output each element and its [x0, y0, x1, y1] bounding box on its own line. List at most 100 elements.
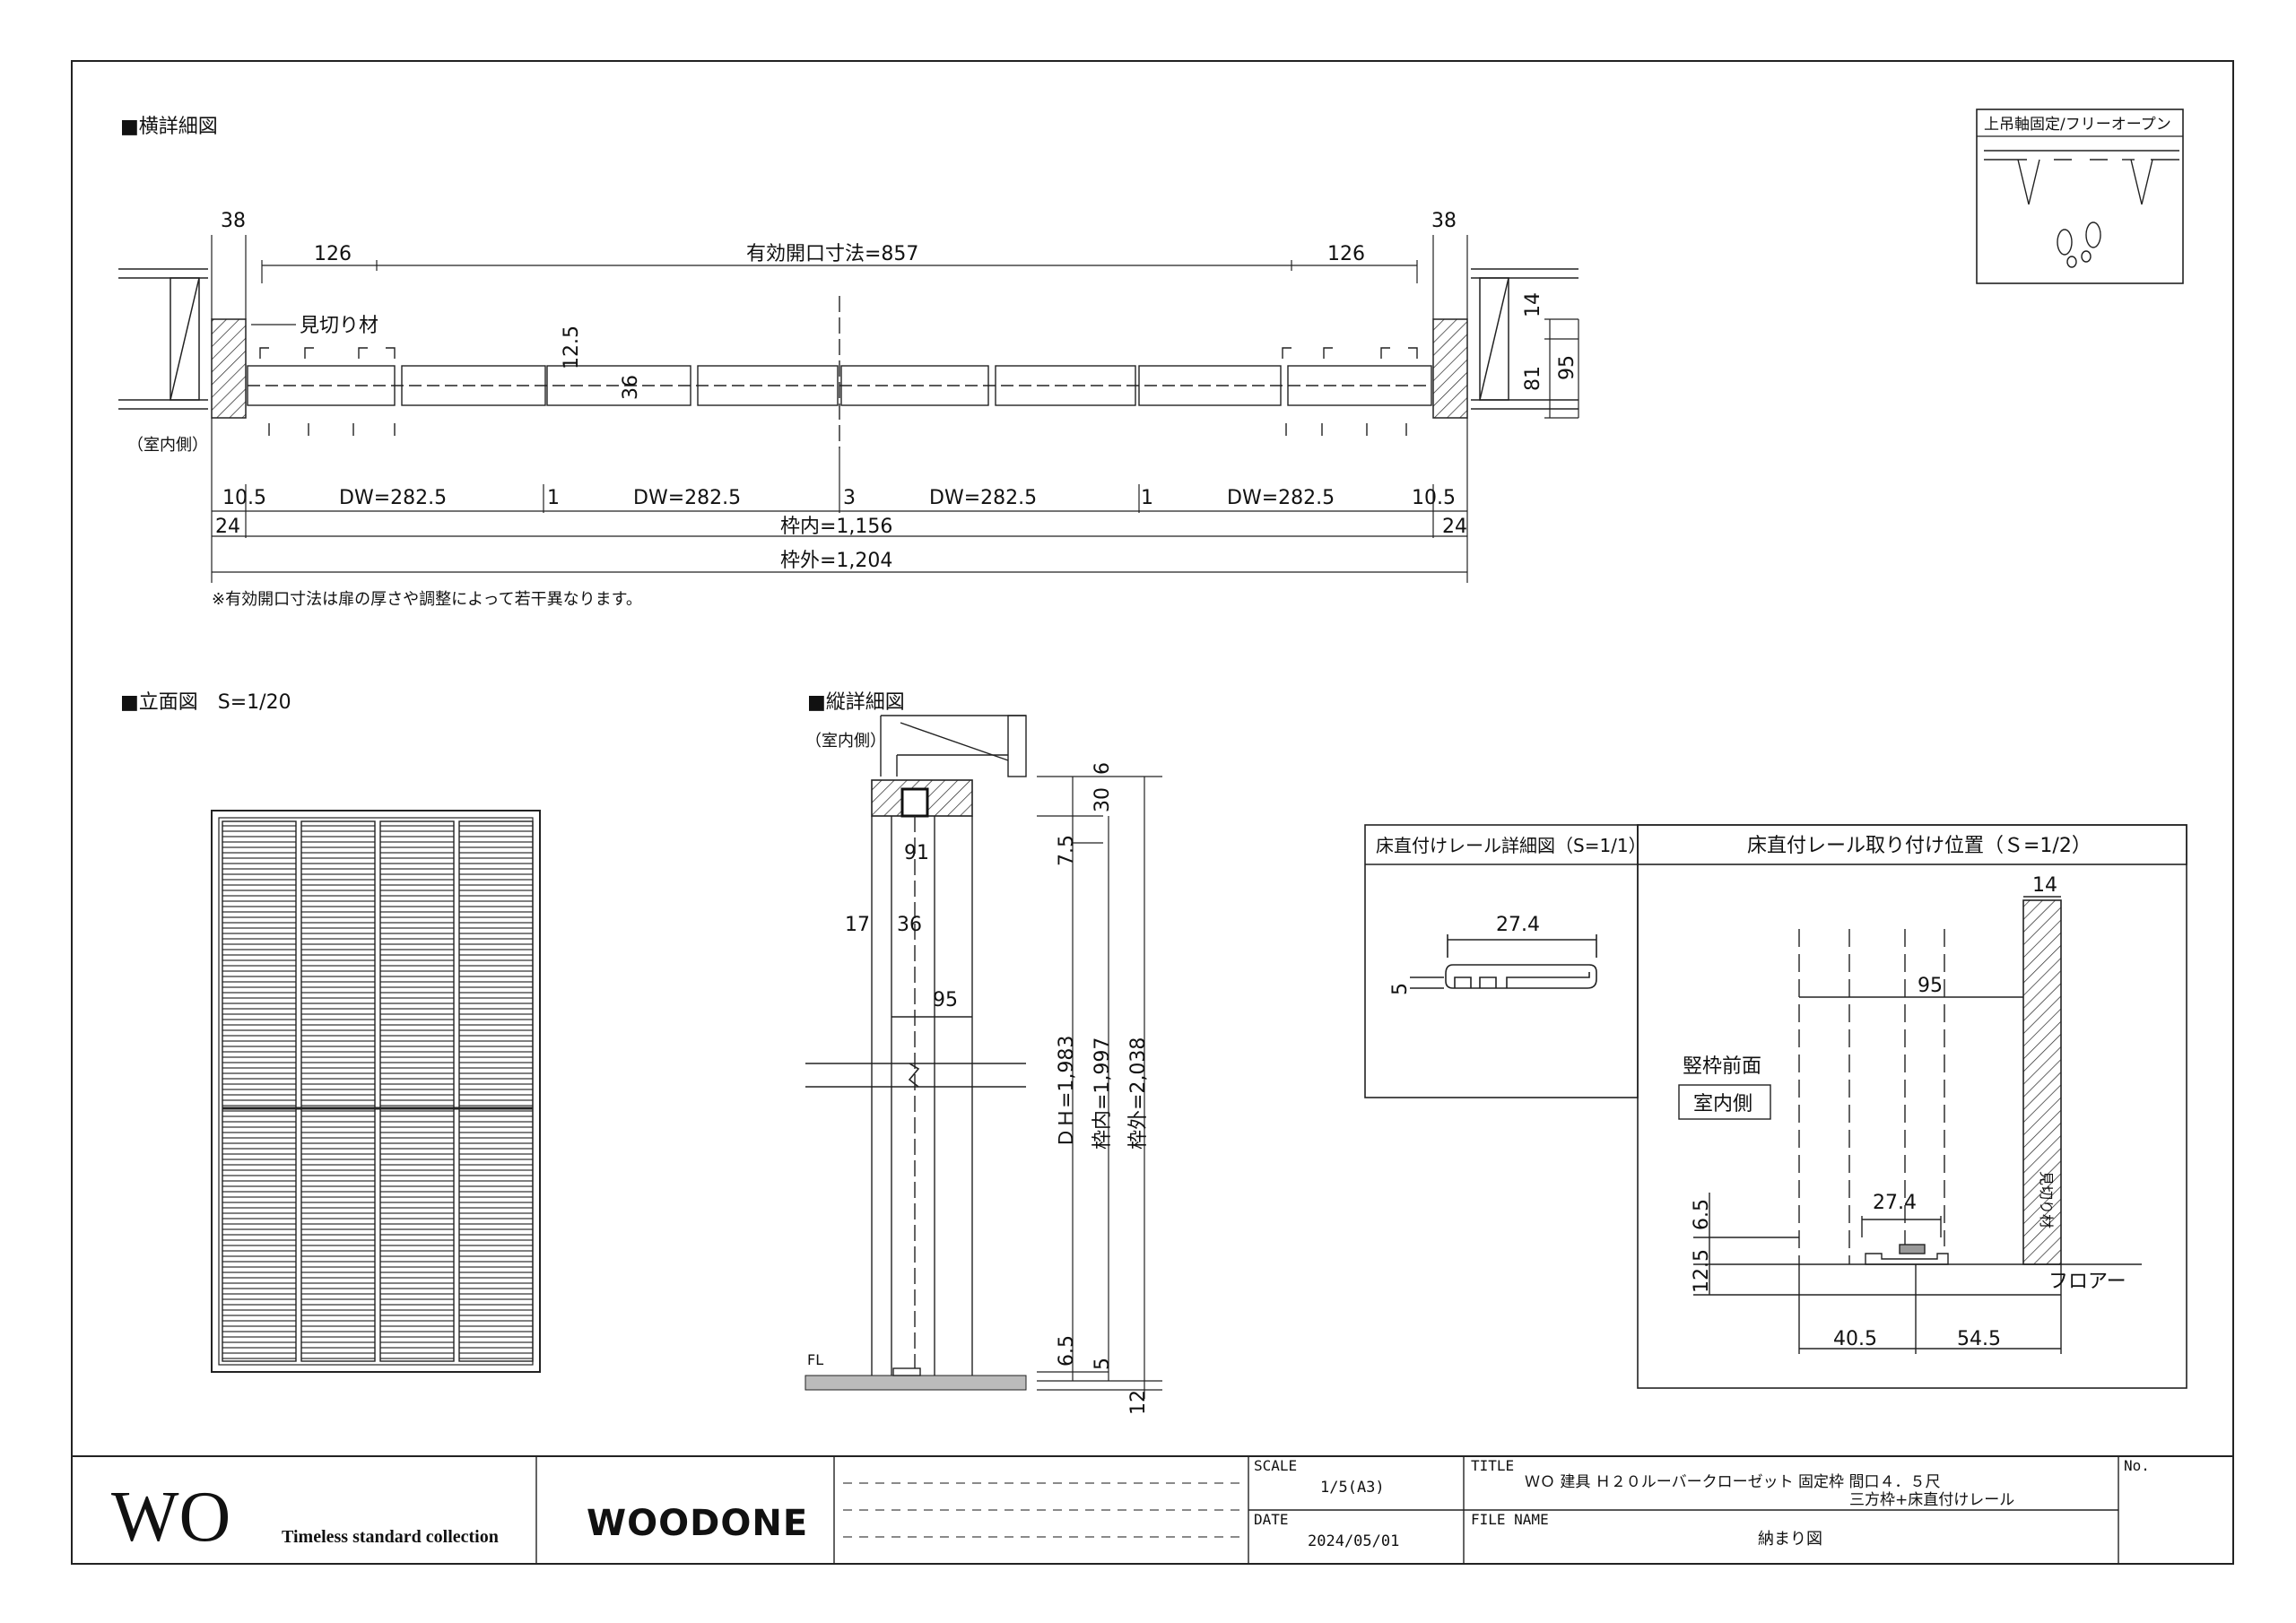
- vdim-30: 30: [1091, 787, 1114, 812]
- inner-dim-left: 24: [215, 516, 240, 538]
- scale-value: 1/5(A3): [1320, 1479, 1385, 1497]
- woodone-brand: WOODONE: [587, 1503, 808, 1544]
- right-jamb: [1432, 318, 1468, 419]
- vertical-detail: ■縦詳細図 （室内側） FL: [804, 691, 1162, 1415]
- rp-dim-54-5: 54.5: [1957, 1328, 2001, 1350]
- rp-dim-12-5: 12.5: [1691, 1249, 1713, 1293]
- no-label: No.: [2124, 1457, 2150, 1474]
- vertical-dim-lines: [1037, 776, 1162, 1399]
- dim-126-left: 126: [314, 243, 352, 265]
- rp-room-side: 室内側: [1693, 1093, 1752, 1115]
- horizontal-detail: ■横詳細図: [118, 116, 1579, 609]
- elevation: ■立面図 S=1/20: [120, 691, 541, 1373]
- date-label: DATE: [1254, 1511, 1289, 1528]
- dw-dim-3: DW=282.5: [633, 487, 741, 509]
- dim-38-left: 38: [221, 210, 246, 232]
- inner-dim-right: 24: [1442, 516, 1467, 538]
- vertical-room-side: （室内側）: [805, 732, 886, 751]
- rail-detail-title: 床直付けレール詳細図（S=1/1）: [1376, 835, 1647, 856]
- vdim-dh: ＤＨ=1,983: [1056, 1036, 1078, 1148]
- wo-logo: WO: [111, 1478, 230, 1557]
- mikiri-vertical-label: 見切り材: [2038, 1171, 2055, 1228]
- louver-panel-1: [222, 820, 297, 1362]
- mikiri-label: 見切り材: [300, 315, 378, 337]
- rail-position-lines: [1693, 896, 2142, 1354]
- dim-81: 81: [1522, 366, 1544, 391]
- dim-95: 95: [1556, 355, 1578, 380]
- dim-effective-opening: 有効開口寸法=857: [746, 243, 918, 265]
- floor-label: フロアー: [2048, 1271, 2126, 1293]
- dw-dim-8: 10.5: [1412, 487, 1456, 509]
- dim-36: 36: [620, 375, 642, 400]
- front-label: 竪枠前面: [1683, 1055, 1761, 1078]
- floor-slab: [804, 1375, 1027, 1391]
- fl-label: FL: [807, 1351, 823, 1368]
- file-name-label: FILE NAME: [1471, 1511, 1549, 1528]
- floor-rail: [892, 1367, 921, 1376]
- vdim-outer: 枠外=2,038: [1127, 1037, 1150, 1150]
- scale-label: SCALE: [1254, 1457, 1297, 1474]
- vertical-title: ■縦詳細図: [807, 691, 905, 714]
- outer-dim-main: 枠外=1,204: [780, 550, 892, 572]
- rail-position-title: 床直付レール取り付け位置（Ｓ=1/2）: [1747, 835, 2092, 857]
- vdim-91: 91: [904, 842, 929, 864]
- louver-panel-4: [458, 820, 534, 1362]
- title-line2: 三方枠+床直付けレール: [1849, 1491, 2014, 1509]
- vdim-6-5: 6.5: [1056, 1335, 1078, 1367]
- hanger-block: [900, 787, 929, 818]
- horizontal-title: ■横詳細図: [120, 116, 218, 138]
- door-section: [805, 816, 1026, 1381]
- vdim-95: 95: [933, 989, 958, 1011]
- dim-38-right: 38: [1431, 210, 1457, 232]
- file-name-value: 納まり図: [1758, 1530, 1822, 1549]
- hinge-marks: [259, 347, 1418, 436]
- date-value: 2024/05/01: [1308, 1532, 1399, 1550]
- dw-dim-0: 10.5: [222, 487, 266, 509]
- louver-panels: [222, 820, 534, 1362]
- rail-detail-panel: 床直付けレール詳細図（S=1/1） 27.4 5: [1364, 824, 2187, 1098]
- dw-dim-5: DW=282.5: [929, 487, 1037, 509]
- top-dimension-lines: [211, 235, 1468, 319]
- sheet-border: [71, 60, 2234, 1565]
- elevation-title: ■立面図 S=1/20: [120, 691, 291, 714]
- effective-opening-note: ※有効開口寸法は扉の厚さや調整によって若干異なります。: [212, 590, 642, 609]
- rp-dim-6-5: 6.5: [1691, 1199, 1713, 1230]
- legend-title: 上吊軸固定/フリーオープン: [1984, 116, 2171, 134]
- title-block: WO Timeless standard collection WOODONE …: [72, 1455, 2233, 1564]
- dw-dim-6: 1: [1141, 487, 1153, 509]
- door-panels: [247, 296, 1432, 448]
- rp-dim-14: 14: [2032, 874, 2057, 897]
- legend-box: 上吊軸固定/フリーオープン: [1976, 108, 2184, 284]
- title-line1: ＷＯ 建具 Ｈ２０ルーバークローゼット 固定枠 間口４．５尺: [1525, 1473, 1940, 1491]
- vdim-inner: 枠内=1,997: [1091, 1037, 1114, 1150]
- bottom-dimension-lines: [211, 418, 1468, 583]
- dw-dim-7: DW=282.5: [1227, 487, 1335, 509]
- footprint-icon: [2057, 221, 2101, 268]
- dim-12-5: 12.5: [561, 325, 583, 369]
- dw-dim-2: 1: [547, 487, 560, 509]
- dim-14: 14: [1522, 292, 1544, 317]
- room-side-label: （室内側）: [127, 436, 208, 455]
- vdim-5: 5: [1091, 1358, 1114, 1370]
- collection-label: Timeless standard collection: [282, 1527, 499, 1547]
- vdim-7-5: 7.5: [1056, 835, 1078, 866]
- louver-panel-2: [300, 820, 376, 1362]
- dw-dim-4: 3: [843, 487, 856, 509]
- left-wall: [118, 268, 208, 410]
- rail-dim-5: 5: [1389, 983, 1412, 995]
- dw-dim-1: DW=282.5: [339, 487, 447, 509]
- rail-position-panel: 床直付レール取り付け位置（Ｓ=1/2） 見切り材 14 95 27.4: [1637, 824, 2187, 1389]
- inner-dim-main: 枠内=1,156: [780, 516, 892, 538]
- rp-dim-27-4: 27.4: [1873, 1192, 1917, 1214]
- rp-dim-95: 95: [1918, 975, 1943, 997]
- vdim-36: 36: [897, 914, 922, 936]
- louver-panel-3: [379, 820, 455, 1362]
- title-label: TITLE: [1471, 1457, 1514, 1474]
- mikiri-jamb: [2022, 899, 2062, 1265]
- vdim-17: 17: [845, 914, 870, 936]
- vdim-12: 12: [1127, 1390, 1150, 1415]
- right-vertical-dim-lines: [1544, 318, 1579, 419]
- rail-dim-27-4: 27.4: [1496, 914, 1540, 936]
- rail-profile: [1410, 934, 1597, 989]
